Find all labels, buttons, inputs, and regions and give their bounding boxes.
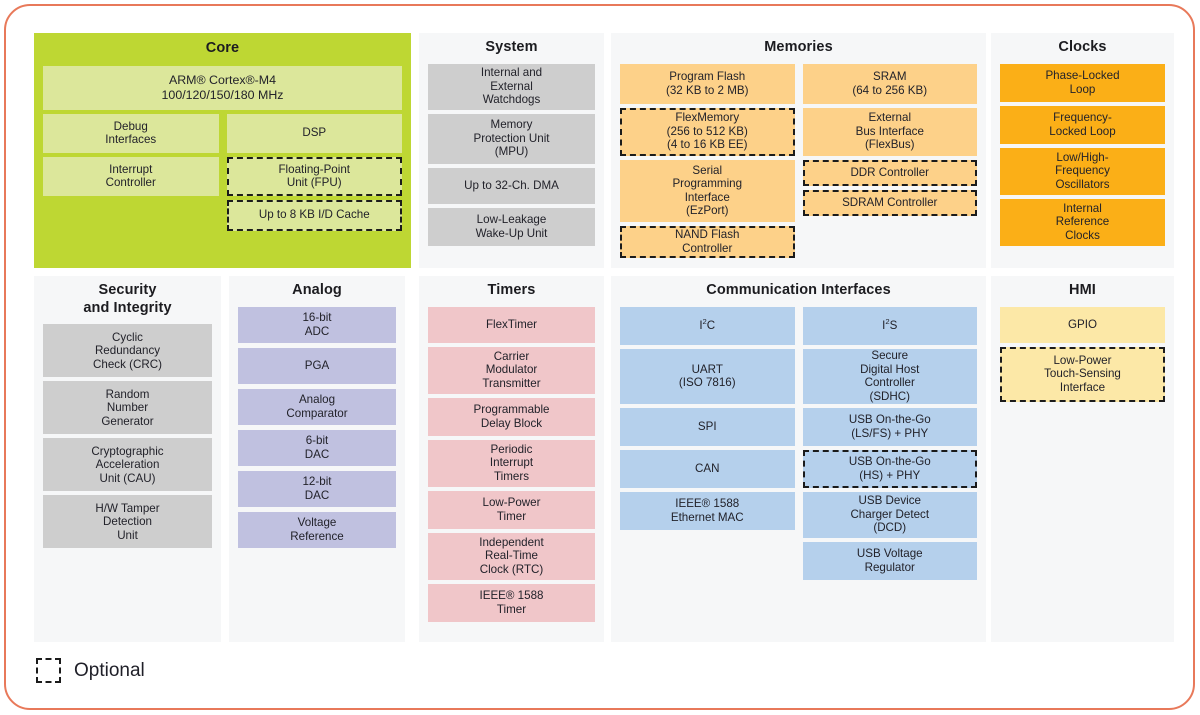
panel-clocks-title: Clocks xyxy=(1058,39,1107,55)
block-sram: SRAM(64 to 256 KB) xyxy=(802,63,977,104)
block-sdram-controller: SDRAM Controller xyxy=(802,189,977,216)
block-usb-otg-hs: USB On-the-Go(HS) + PHY xyxy=(802,449,977,488)
memories-left-column: Program Flash(32 KB to 2 MB) FlexMemory(… xyxy=(620,63,795,258)
panel-communication-title: Communication Interfaces xyxy=(706,282,891,298)
panel-analog-title: Analog xyxy=(292,282,342,298)
block-flextimer: FlexTimer xyxy=(428,306,595,343)
legend-label: Optional xyxy=(74,659,145,681)
block-frequency-locked-loop: Frequency-Locked Loop xyxy=(1000,105,1165,144)
panel-memories: Memories Program Flash(32 KB to 2 MB) Fl… xyxy=(611,33,986,268)
block-i2s: I2S xyxy=(802,306,977,345)
block-usb-otg-lsfs: USB On-the-Go(LS/FS) + PHY xyxy=(802,407,977,446)
block-can: CAN xyxy=(620,449,795,488)
block-dma: Up to 32-Ch. DMA xyxy=(428,167,595,204)
legend: Optional xyxy=(36,658,145,683)
block-i2c-label: I2C xyxy=(699,317,716,332)
panel-communication-interfaces: Communication Interfaces I2C UART(ISO 78… xyxy=(611,276,986,642)
block-i2s-label: I2S xyxy=(882,317,898,332)
block-pga: PGA xyxy=(238,347,396,384)
block-i2c: I2C xyxy=(620,306,795,345)
block-flexmemory: FlexMemory(256 to 512 KB)(4 to 16 KB EE) xyxy=(620,107,795,156)
block-id-cache: Up to 8 KB I/D Cache xyxy=(226,199,402,231)
panel-hmi-title: HMI xyxy=(1069,282,1096,298)
block-uart: UART(ISO 7816) xyxy=(620,348,795,404)
panel-memories-title: Memories xyxy=(764,39,833,55)
block-dsp: DSP xyxy=(226,113,402,153)
block-ddr-controller: DDR Controller xyxy=(802,159,977,186)
block-spi: SPI xyxy=(620,407,795,446)
panel-timers-title: Timers xyxy=(487,282,536,298)
panel-core-title: Core xyxy=(205,40,240,56)
block-program-flash: Program Flash(32 KB to 2 MB) xyxy=(620,63,795,104)
block-gpio: GPIO xyxy=(1000,306,1165,343)
panel-system-title: System xyxy=(485,39,538,55)
dashed-square-icon xyxy=(36,658,61,683)
